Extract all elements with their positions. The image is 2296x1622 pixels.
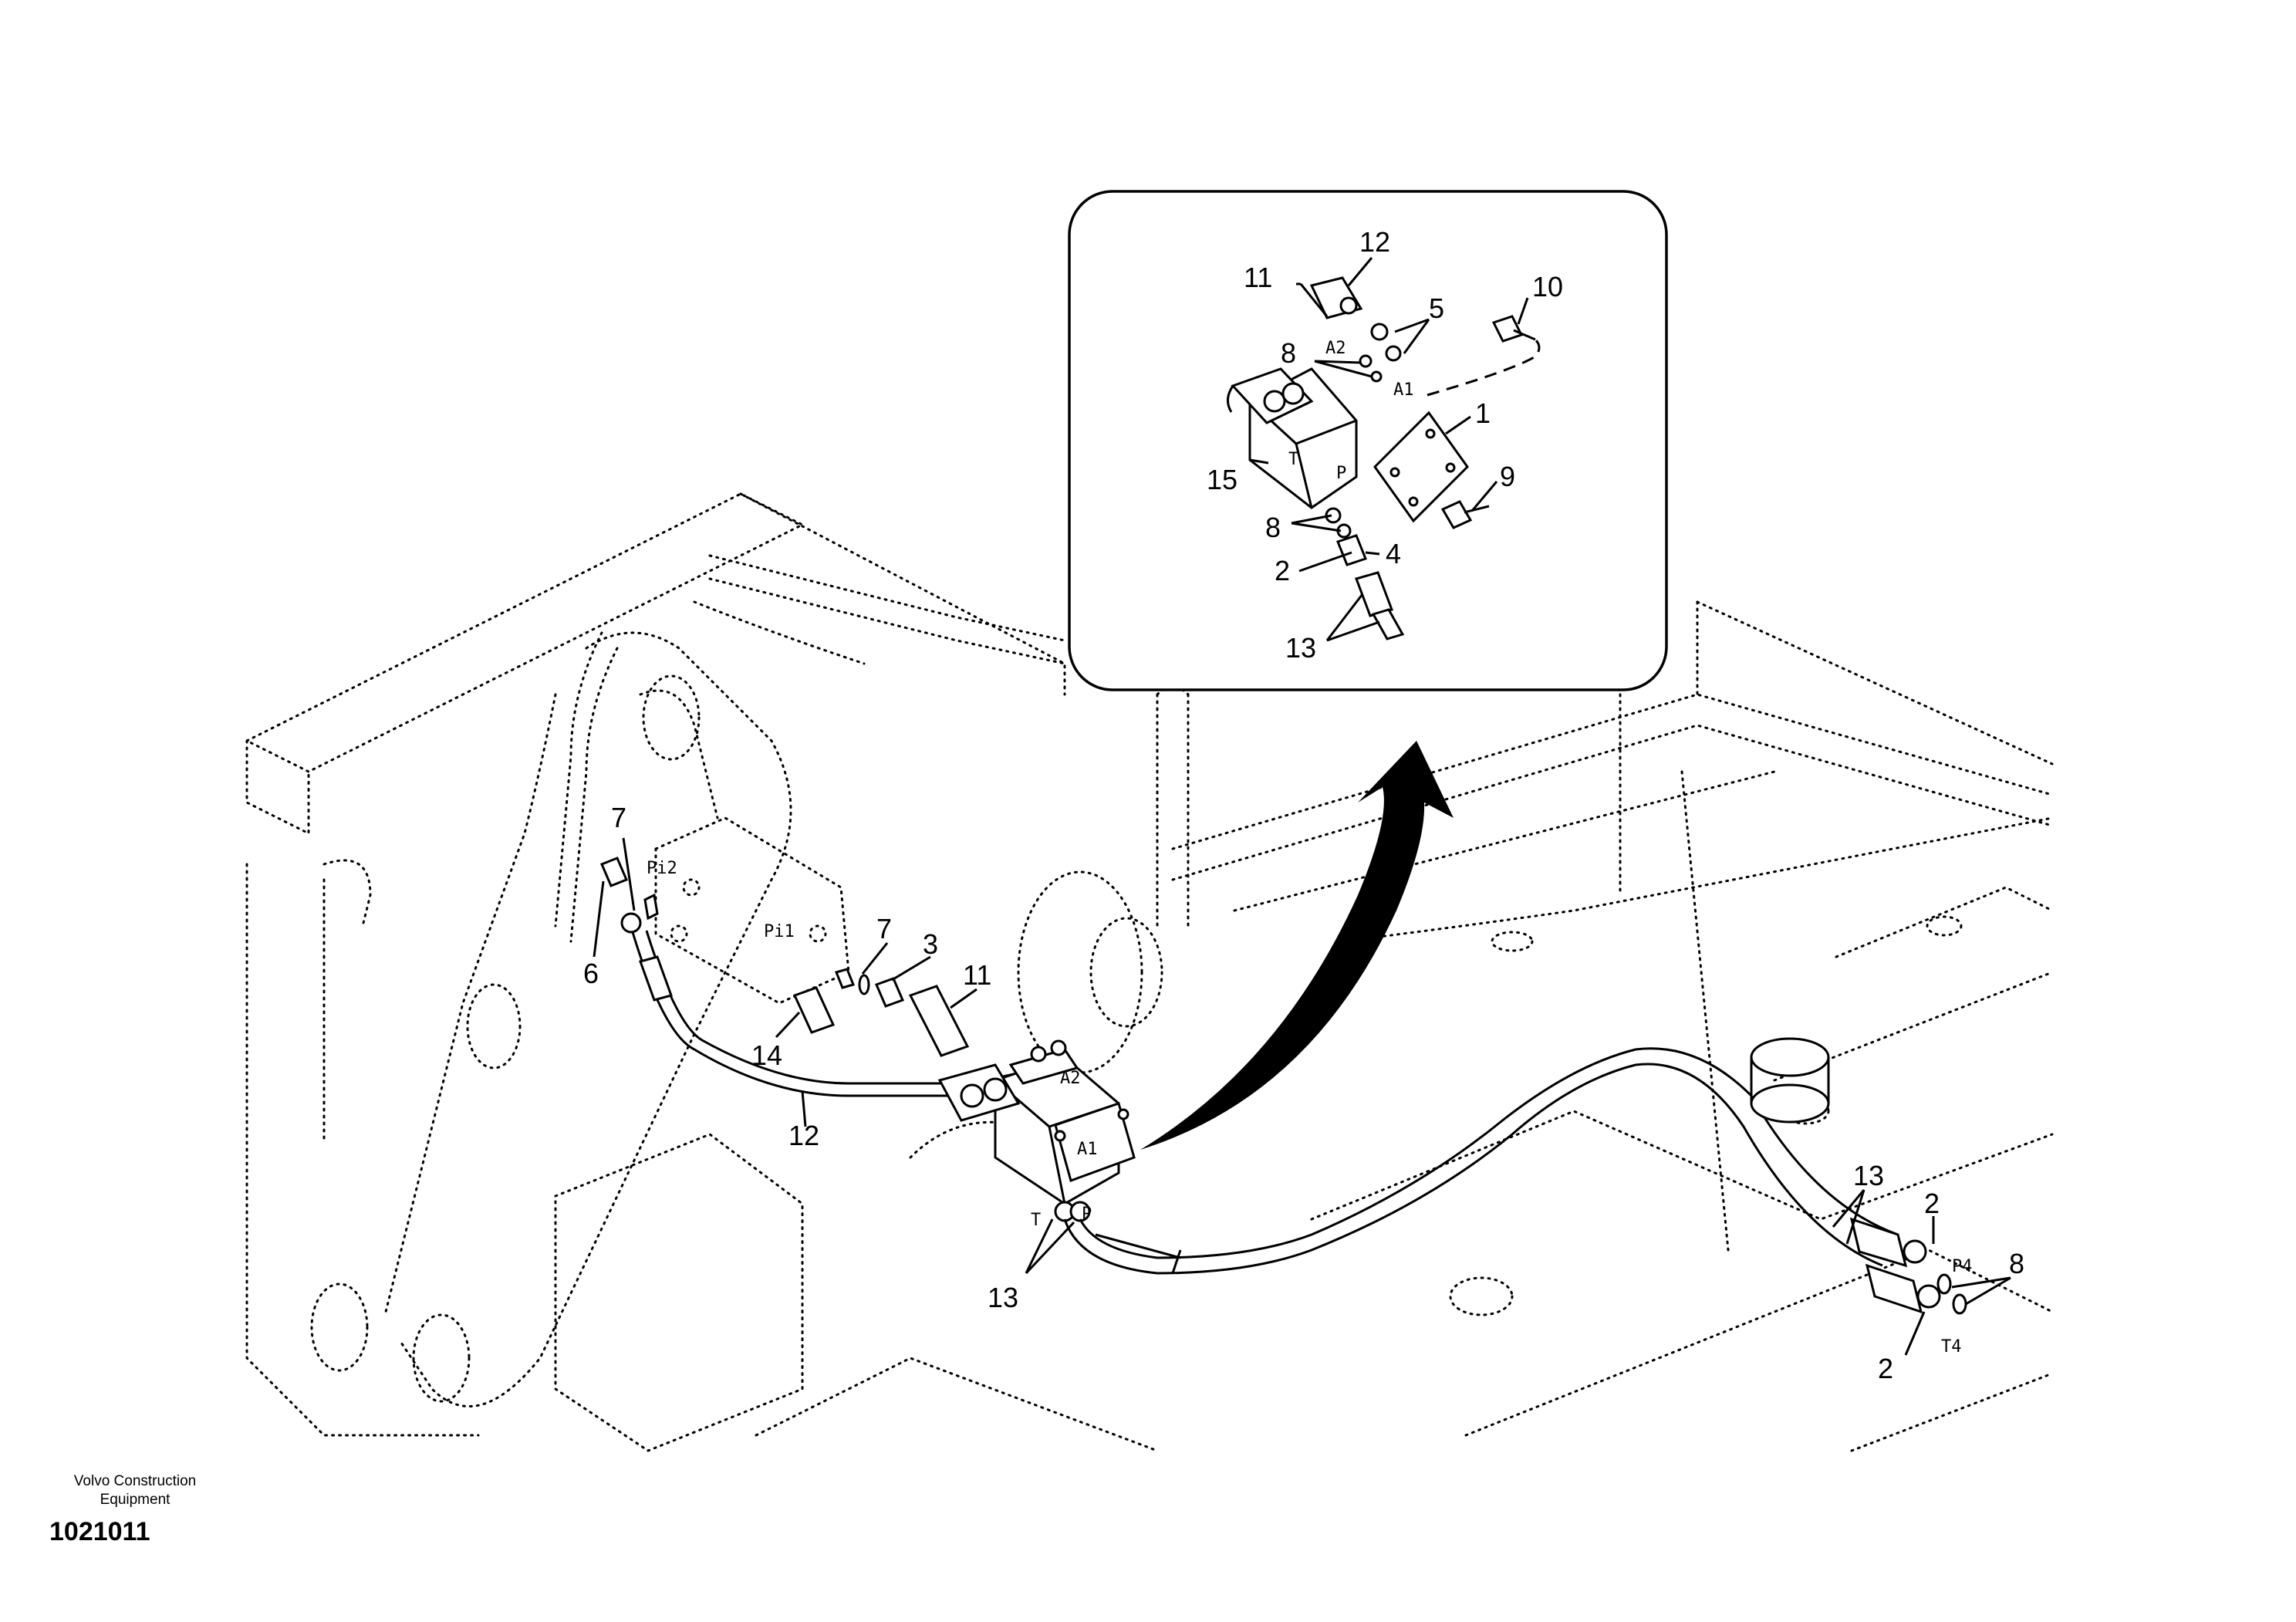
brand-label: Volvo Construction Equipment	[46, 1472, 224, 1509]
inset-callout-9: 9	[1500, 461, 1515, 492]
port-pi1: Pi1	[764, 922, 795, 941]
callout-13-left: 13	[988, 1282, 1018, 1313]
inset-port-a2: A2	[1325, 339, 1346, 358]
inset-callout-8-upper: 8	[1281, 337, 1296, 369]
hose-13-lower	[1063, 1063, 1883, 1275]
inset-callout-1: 1	[1475, 397, 1491, 429]
detail-arrow	[1140, 741, 1454, 1150]
port-pi2: Pi2	[647, 859, 677, 878]
port-a2: A2	[1060, 1069, 1081, 1088]
port-t: T	[1031, 1211, 1041, 1230]
bolt-9	[1440, 500, 1490, 529]
rotary-joint	[1750, 1037, 1830, 1124]
callout-14: 14	[751, 1039, 782, 1071]
callout-12: 12	[788, 1120, 819, 1151]
brand-line-1: Volvo Construction	[73, 1473, 197, 1489]
callout-2-lower: 2	[1878, 1353, 1893, 1384]
port-t4: T4	[1941, 1337, 1962, 1357]
callout-11: 11	[963, 959, 991, 991]
port-a1: A1	[1077, 1140, 1098, 1159]
inset-callout-13: 13	[1285, 632, 1316, 664]
inset-port-p: P	[1336, 464, 1346, 483]
mounting-plate	[1373, 411, 1469, 523]
fitting-p	[1325, 507, 1405, 640]
inset-callout-8-lower: 8	[1265, 512, 1281, 543]
inset-port-a1: A1	[1393, 380, 1414, 400]
fitting-11	[908, 985, 970, 1057]
callout-7-left: 7	[611, 802, 626, 833]
bolt-10	[1491, 315, 1536, 343]
inset-callout-10: 10	[1532, 271, 1563, 302]
callout-8: 8	[2009, 1248, 2024, 1279]
callout-3: 3	[923, 928, 938, 960]
main-solenoid-valve	[937, 1039, 1136, 1222]
inset-callout-4: 4	[1386, 538, 1401, 569]
inset-frame	[1068, 190, 1668, 691]
inset-callout-11: 11	[1244, 262, 1272, 293]
right-fittings	[1849, 1217, 1967, 1315]
callout-7-right: 7	[876, 913, 892, 944]
fitting-3	[874, 977, 905, 1008]
callout-2-upper: 2	[1924, 1188, 1940, 1219]
inset-callout-2: 2	[1275, 555, 1290, 586]
fitting-a2	[1309, 276, 1402, 383]
inset-detail: 12 11 10 5 8 1 9 15 8 4 2 13 A2 A1 T P	[1068, 190, 1668, 691]
inset-callout-5: 5	[1429, 292, 1444, 324]
port-p: P	[1082, 1205, 1092, 1224]
pilot-block	[654, 816, 850, 1005]
inset-port-t: T	[1288, 450, 1298, 469]
drawing-number: 1021011	[49, 1517, 150, 1546]
brand-line-2: Equipment	[100, 1492, 171, 1508]
hose-12-inner	[645, 930, 1032, 1085]
port-p4: P4	[1952, 1257, 1973, 1276]
callout-6: 6	[583, 958, 599, 989]
callout-13-right: 13	[1853, 1160, 1884, 1191]
inset-callout-12: 12	[1359, 226, 1390, 258]
fitting-14	[792, 986, 836, 1034]
machine-frame	[244, 492, 2054, 1452]
fitting-6	[600, 857, 628, 887]
inset-callout-15: 15	[1207, 464, 1237, 495]
